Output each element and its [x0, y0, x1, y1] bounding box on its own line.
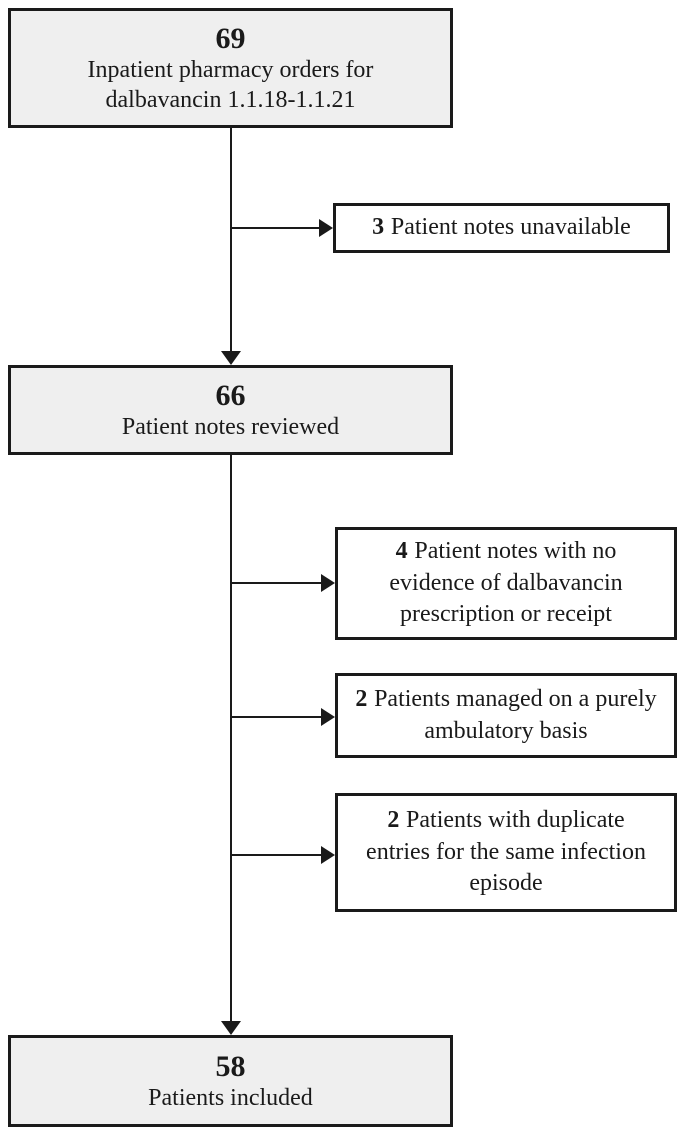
connector-branch-unavailable	[230, 227, 320, 229]
duplicate-label: Patients with duplicate entries for the …	[366, 806, 646, 897]
arrowhead-right-icon	[319, 219, 333, 237]
connector-branch-duplicate	[230, 854, 322, 856]
no-evidence-label: Patient notes with no evidence of dalbav…	[389, 537, 623, 628]
arrowhead-right-icon	[321, 574, 335, 592]
notes-reviewed-label: Patient notes reviewed	[121, 413, 340, 440]
flow-box-pharmacy-orders: 69 Inpatient pharmacy orders for dalbava…	[8, 8, 453, 128]
notes-unavailable-count: 3	[372, 214, 385, 241]
pharmacy-orders-label: Inpatient pharmacy orders for dalbavanci…	[87, 56, 374, 113]
connector-branch-no-evidence	[230, 582, 322, 584]
arrowhead-down-icon	[221, 1021, 241, 1035]
no-evidence-count: 4	[395, 537, 408, 564]
arrowhead-down-icon	[221, 351, 241, 365]
pharmacy-orders-count: 69	[215, 21, 246, 55]
arrowhead-right-icon	[321, 846, 335, 864]
ambulatory-count: 2	[355, 685, 368, 712]
patients-included-count: 58	[215, 1049, 246, 1083]
duplicate-count: 2	[387, 806, 400, 833]
connector-branch-ambulatory	[230, 716, 322, 718]
flow-box-patients-included: 58 Patients included	[8, 1035, 453, 1127]
notes-reviewed-count: 66	[215, 378, 246, 412]
ambulatory-label: Patients managed on a purely ambulatory …	[374, 685, 657, 744]
patients-included-label: Patients included	[148, 1084, 313, 1111]
arrowhead-right-icon	[321, 708, 335, 726]
connector-orders-to-reviewed	[230, 128, 232, 354]
flow-box-notes-reviewed: 66 Patient notes reviewed	[8, 365, 453, 455]
connector-reviewed-to-included	[230, 455, 232, 1023]
notes-unavailable-label: Patient notes unavailable	[390, 214, 631, 241]
